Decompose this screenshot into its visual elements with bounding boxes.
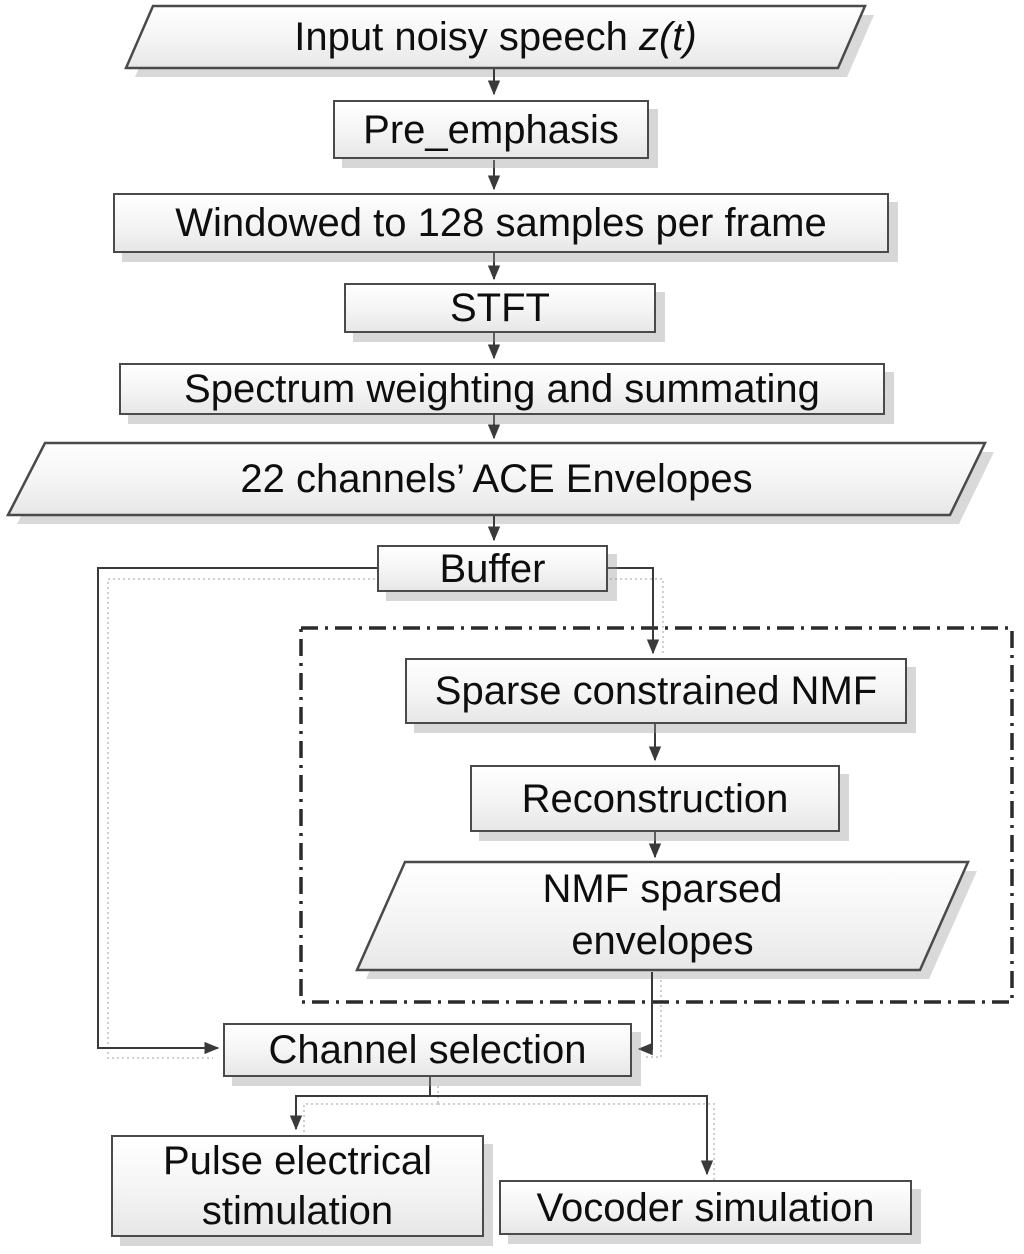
node-preemphasis: Pre_emphasis: [333, 100, 649, 159]
ace-text: 22 channels’ ACE Envelopes: [240, 457, 753, 501]
node-sparse-nmf: Sparse constrained NMF: [405, 658, 907, 724]
node-input-label: Input noisy speech z(t): [126, 6, 865, 68]
nmf-envelopes-line1: NMF sparsed: [542, 867, 783, 911]
channel-selection-label: Channel selection: [268, 1028, 587, 1072]
ace-parallelogram: [5, 441, 987, 517]
node-buffer: Buffer: [377, 545, 608, 592]
vocoder-label: Vocoder simulation: [536, 1185, 875, 1230]
node-reconstruction: Reconstruction: [470, 765, 840, 832]
input-variable: z(t): [638, 15, 697, 59]
echo-lines: [107, 578, 715, 1180]
input-parallelogram: [124, 4, 867, 70]
node-ace-label: 22 channels’ ACE Envelopes: [8, 443, 985, 515]
nmf-envelopes-parallelogram: [355, 860, 970, 972]
windowed-label: Windowed to 128 samples per frame: [175, 201, 827, 245]
spectrum-label: Spectrum weighting and summating: [184, 367, 820, 411]
reconstruction-label: Reconstruction: [521, 776, 789, 821]
preemphasis-label: Pre_emphasis: [363, 107, 619, 152]
node-windowed: Windowed to 128 samples per frame: [113, 193, 889, 253]
buffer-label: Buffer: [439, 546, 546, 591]
node-vocoder: Vocoder simulation: [499, 1180, 912, 1235]
pulse-line2: stimulation: [201, 1189, 394, 1233]
pulse-line1: Pulse electrical: [162, 1139, 432, 1183]
node-spectrum: Spectrum weighting and summating: [119, 363, 885, 415]
nmf-dashed-box: [299, 626, 1014, 1004]
node-stft: STFT: [344, 283, 656, 333]
connectors: [97, 68, 714, 1176]
stft-label: STFT: [450, 286, 550, 330]
node-pulse: Pulse electrical stimulation: [111, 1135, 484, 1237]
node-nmf-envelopes-label: NMF sparsed envelopes: [357, 860, 968, 970]
sparse-nmf-label: Sparse constrained NMF: [434, 669, 878, 713]
nmf-envelopes-line2: envelopes: [571, 919, 754, 963]
node-channel-selection: Channel selection: [223, 1023, 632, 1077]
input-text: Input noisy speech: [294, 15, 639, 59]
parallelogram-shapes: [5, 4, 987, 972]
